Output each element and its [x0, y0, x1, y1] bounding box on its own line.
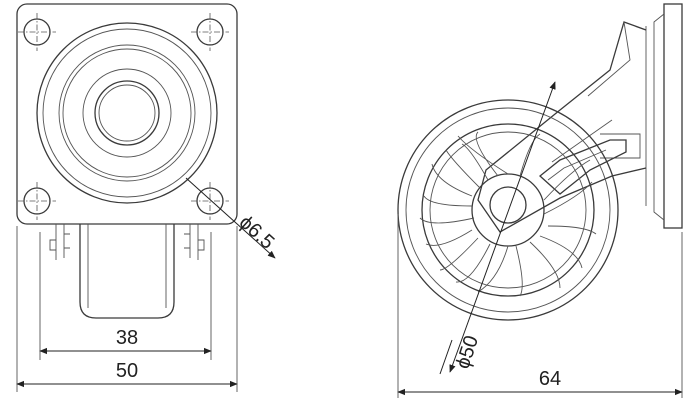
axle: [489, 186, 527, 224]
wheel-front: [79, 224, 175, 319]
brake-lever: [538, 139, 627, 195]
dim-label-wheel-diameter: ϕ50: [452, 333, 483, 372]
leader-hole: [185, 177, 276, 259]
front-view: 38 50 ϕ6.5: [16, 3, 279, 392]
dim-label-38: 38: [116, 327, 138, 349]
dim-label-64: 64: [539, 368, 561, 390]
mounting-hole-top-right: [191, 13, 229, 51]
side-view: ϕ50 64: [397, 3, 683, 398]
plate-outer-ring: [36, 22, 218, 204]
dim-label-hole: ϕ6.5: [235, 211, 279, 253]
mounting-hole-bottom-right: [191, 182, 229, 220]
mounting-hole-bottom-left: [18, 182, 56, 220]
kingpin-ring: [94, 80, 160, 146]
wheel-hub: [471, 173, 545, 247]
dim-label-50: 50: [116, 360, 138, 382]
fork-arm: [477, 21, 647, 233]
mounting-plate: [16, 3, 238, 225]
wheel-rim: [421, 123, 595, 297]
wheel-tread: [397, 99, 619, 321]
mounting-hole-top-left: [18, 13, 56, 51]
dim-line-wheel-diameter: [449, 81, 556, 373]
plate-edge: [663, 3, 683, 229]
